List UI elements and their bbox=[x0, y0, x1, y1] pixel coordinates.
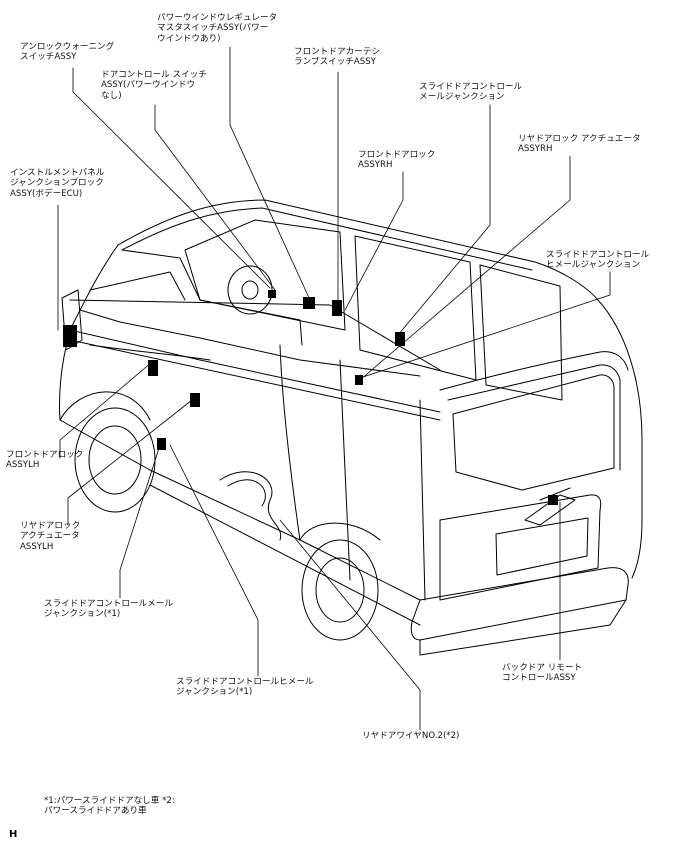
leader-lines bbox=[57, 46, 611, 731]
label-unlock-warning-switch: アンロックウォーニング スイッチASSY bbox=[20, 42, 115, 63]
label-door-control-switch: ドアコントロール スイッチ ASSY(パワーウインドウ なし) bbox=[101, 70, 207, 101]
label-slide-door-control-female-junction-bottom: スライドドアコントロールヒメール ジャンクション(*1) bbox=[176, 677, 314, 698]
label-slide-door-control-mail-junction-bottom: スライドドアコントロールメール ジャンクション(*1) bbox=[44, 599, 173, 620]
corner-code: H bbox=[9, 829, 18, 840]
label-rear-door-lock-actuator-rh: リヤドアロック アクチュエータ ASSYRH bbox=[518, 134, 641, 155]
components bbox=[63, 290, 558, 505]
label-slide-door-control-female-junction-right: スライドドアコントロール ヒメールジャンクション bbox=[546, 250, 650, 271]
label-front-door-courtesy-switch: フロントドアカーテシ ランプスイッチASSY bbox=[294, 47, 380, 68]
label-instrument-panel-junction-block: インストルメントパネル ジャンクションブロック ASSY(ボデーECU) bbox=[10, 168, 105, 199]
footnote: *1:パワースライドドアなし車 *2: パワースライドドアあり車 bbox=[44, 796, 175, 817]
van-outline bbox=[59, 199, 643, 656]
label-front-door-lock-rh: フロントドアロック ASSYRH bbox=[358, 150, 436, 171]
label-power-window-master-switch: パワーウインドウレギュレータ マスタスイッチASSY(パワー ウインドウあり) bbox=[157, 13, 278, 44]
label-back-door-remote-control: バックドア リモート コントロールASSY bbox=[502, 663, 583, 684]
label-slide-door-control-mail-junction-top: スライドドアコントロール メールジャンクション bbox=[419, 82, 523, 103]
label-front-door-lock-lh: フロントドアロック ASSYLH bbox=[6, 450, 84, 471]
label-rear-door-wire-no2: リヤドアワイヤNO.2(*2) bbox=[362, 731, 460, 741]
label-rear-door-lock-actuator-lh: リヤドアロック アクチュエータ ASSYLH bbox=[20, 521, 81, 552]
